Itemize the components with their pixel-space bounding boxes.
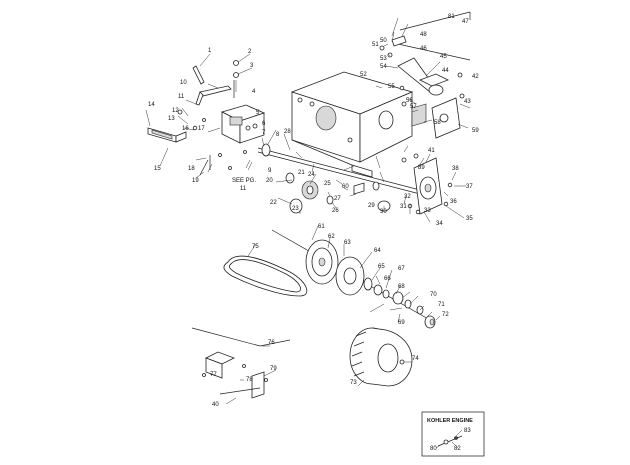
- callout-56: 56: [406, 98, 413, 104]
- callout-8: 8: [276, 132, 280, 138]
- pulley-stack: [271, 229, 436, 329]
- callout-41: 41: [428, 148, 435, 154]
- callout-12: 12: [172, 108, 179, 114]
- callout-7: 7: [262, 130, 266, 136]
- callout-25: 25: [324, 181, 331, 187]
- callout-59: 59: [472, 128, 479, 134]
- callout-46: 46: [420, 46, 427, 52]
- callout-47: 47: [462, 19, 469, 25]
- callout-79: 79: [270, 366, 277, 372]
- callout-31: 31: [400, 204, 407, 210]
- inset-title: KOHLER ENGINE: [427, 418, 473, 424]
- callout-74: 74: [412, 356, 419, 362]
- callout-5: 5: [256, 110, 260, 116]
- callout-29: 29: [368, 203, 375, 209]
- inset-frame: [421, 411, 485, 457]
- callout-37: 37: [466, 184, 473, 190]
- callout-43: 43: [464, 99, 471, 105]
- callout-62: 62: [328, 234, 335, 240]
- callout-71: 71: [438, 302, 445, 308]
- callout-42: 42: [472, 74, 479, 80]
- callout-3: 3: [250, 63, 254, 69]
- callout-81: 81: [448, 14, 455, 20]
- callout-39: 39: [418, 165, 425, 171]
- frame-housing: [290, 71, 414, 178]
- callout-22: 22: [270, 200, 277, 206]
- callout-4: 4: [252, 89, 256, 95]
- callout-36: 36: [450, 199, 457, 205]
- see-page-number: 11: [240, 186, 247, 192]
- control-lever-assembly: [147, 60, 266, 176]
- callout-83: 83: [464, 428, 471, 434]
- callout-66: 66: [384, 276, 391, 282]
- callout-61: 61: [318, 224, 325, 230]
- callout-57: 57: [410, 104, 417, 110]
- callout-69: 69: [398, 320, 405, 326]
- callout-76: 76: [268, 340, 275, 346]
- drive-wheel: [349, 327, 413, 387]
- callout-14: 14: [148, 102, 155, 108]
- callout-45: 45: [440, 54, 447, 60]
- callout-27: 27: [334, 196, 341, 202]
- callout-32: 32: [404, 194, 411, 200]
- callout-52: 52: [360, 72, 367, 78]
- callout-70: 70: [430, 292, 437, 298]
- callout-6: 6: [262, 121, 266, 127]
- callout-24: 24: [308, 172, 315, 178]
- callout-50: 50: [380, 38, 387, 44]
- callout-54: 54: [380, 64, 387, 70]
- callout-35: 35: [466, 216, 473, 222]
- callout-48: 48: [420, 32, 427, 38]
- callout-16: 16: [182, 126, 189, 132]
- callout-51: 51: [372, 42, 379, 48]
- callout-34: 34: [436, 221, 443, 227]
- callout-80: 80: [430, 446, 437, 452]
- callout-1: 1: [208, 48, 212, 54]
- callout-21: 21: [298, 170, 305, 176]
- callout-67: 67: [398, 266, 405, 272]
- callout-28: 28: [284, 129, 291, 135]
- callout-78: 78: [246, 377, 253, 383]
- callout-13: 13: [168, 116, 175, 122]
- callout-23: 23: [292, 206, 299, 212]
- callout-75: 75: [252, 244, 259, 250]
- callout-20: 20: [266, 178, 273, 184]
- callout-44: 44: [442, 68, 449, 74]
- callout-38: 38: [452, 166, 459, 172]
- callout-18: 18: [188, 166, 195, 172]
- lower-bracket: [191, 327, 291, 399]
- callout-60: 60: [342, 184, 349, 190]
- callout-73: 73: [350, 380, 357, 386]
- callout-65: 65: [378, 264, 385, 270]
- callout-82: 82: [454, 446, 461, 452]
- callout-15: 15: [154, 166, 161, 172]
- callout-40: 40: [212, 402, 219, 408]
- callout-11: 11: [178, 94, 185, 100]
- kohler-engine-inset: [421, 411, 485, 457]
- see-page-label: SEE PG.: [232, 178, 256, 184]
- callout-72: 72: [442, 312, 449, 318]
- callout-10: 10: [180, 80, 187, 86]
- callout-53: 53: [380, 56, 387, 62]
- leader-lines: [145, 17, 471, 405]
- callout-63: 63: [344, 240, 351, 246]
- callout-64: 64: [374, 248, 381, 254]
- callout-19: 19: [192, 178, 199, 184]
- callout-77: 77: [210, 372, 217, 378]
- callout-30: 30: [380, 209, 387, 215]
- callout-55: 55: [388, 84, 395, 90]
- callout-9: 9: [268, 168, 272, 174]
- callout-2: 2: [248, 49, 252, 55]
- callout-33: 33: [424, 208, 431, 214]
- callout-68: 68: [398, 284, 405, 290]
- callout-58: 58: [434, 120, 441, 126]
- callout-26: 26: [332, 208, 339, 214]
- callout-17: 17: [198, 126, 205, 132]
- top-right-linkage: [379, 11, 471, 139]
- drive-belt: [223, 255, 308, 297]
